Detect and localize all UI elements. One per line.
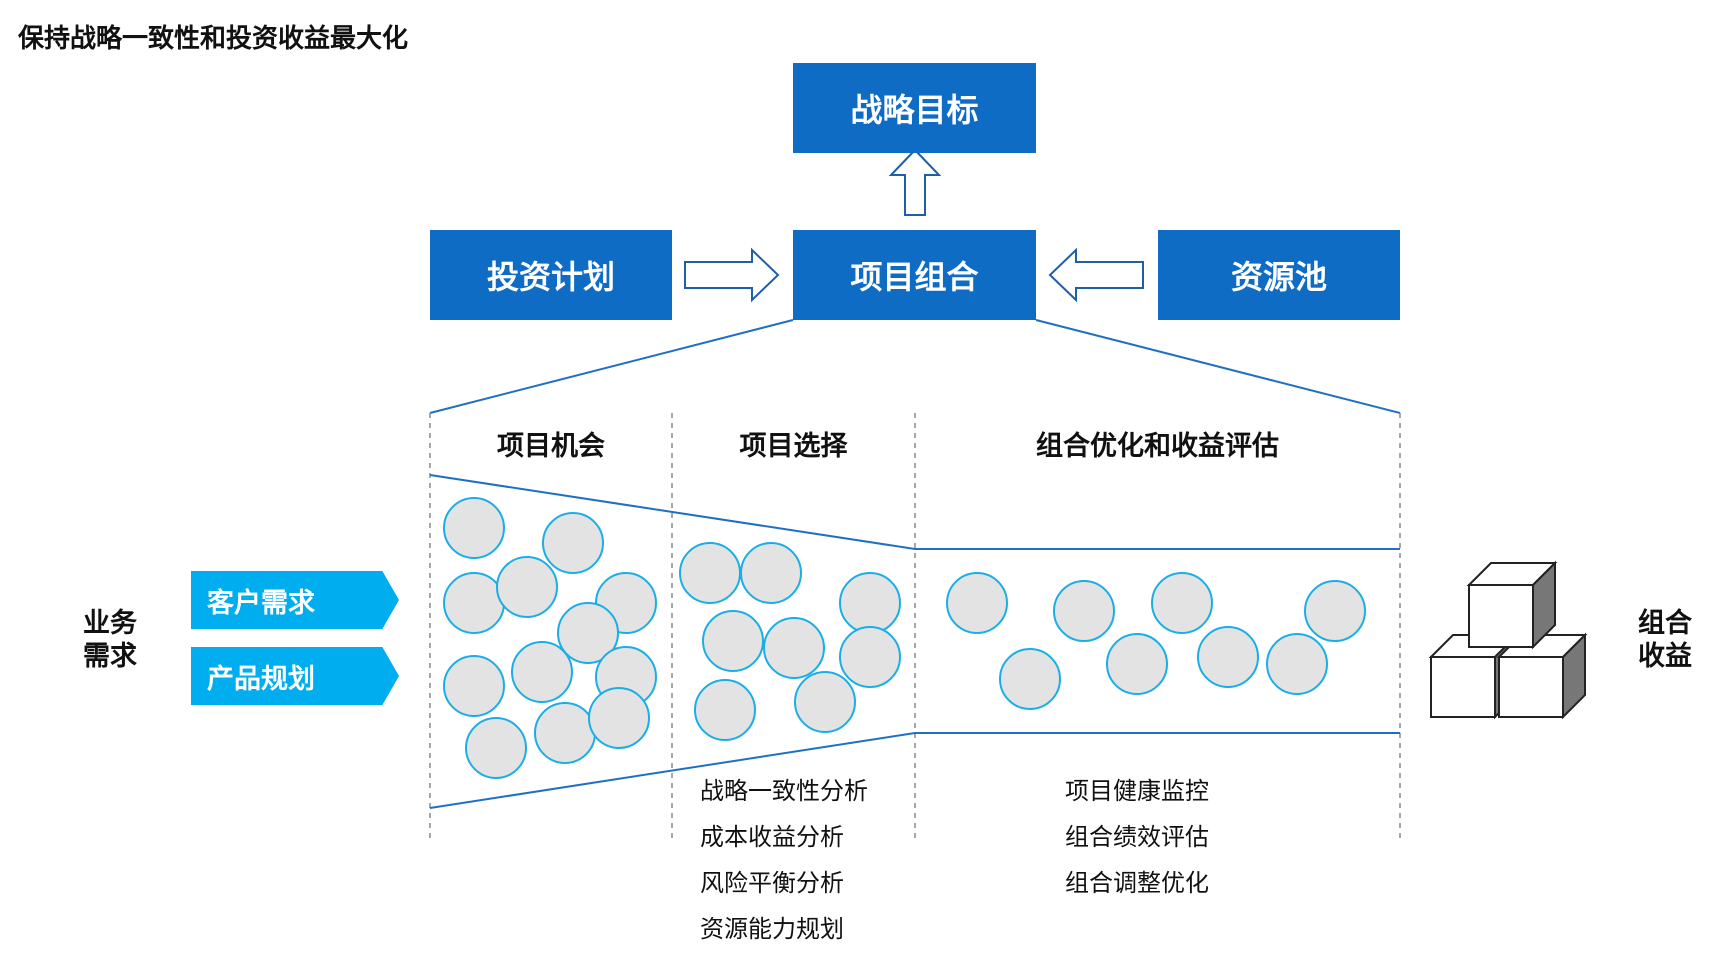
column-header-optimization: 组合优化和收益评估 bbox=[1036, 431, 1279, 462]
business-demand-line-2: 需求 bbox=[83, 641, 137, 672]
right-arrow-icon bbox=[684, 247, 780, 303]
project-portfolio-box: 项目组合 bbox=[793, 230, 1036, 320]
list-item: 项目健康监控 bbox=[1065, 777, 1209, 805]
selection-task-list: 战略一致性分析 成本收益分析 风险平衡分析 资源能力规划 bbox=[700, 768, 868, 952]
page-title: 保持战略一致性和投资收益最大化 bbox=[18, 24, 409, 54]
list-item: 战略一致性分析 bbox=[700, 777, 868, 805]
input-customer-demand: 客户需求 bbox=[191, 571, 399, 629]
list-item: 成本收益分析 bbox=[700, 823, 844, 851]
column-header-selection: 项目选择 bbox=[739, 431, 848, 462]
up-arrow-icon bbox=[888, 148, 942, 216]
business-demand-label: 业务 需求 bbox=[70, 607, 150, 673]
portfolio-return-line-1: 组合 bbox=[1638, 608, 1692, 639]
strategic-goal-box: 战略目标 bbox=[793, 63, 1036, 153]
business-demand-line-1: 业务 bbox=[83, 608, 137, 639]
list-item: 资源能力规划 bbox=[700, 915, 844, 943]
investment-plan-box: 投资计划 bbox=[430, 230, 672, 320]
expand-line-left bbox=[429, 319, 794, 414]
portfolio-return-label: 组合 收益 bbox=[1625, 607, 1705, 673]
input-product-planning: 产品规划 bbox=[191, 647, 399, 705]
left-arrow-icon bbox=[1048, 247, 1144, 303]
cubes-icon bbox=[1428, 560, 1588, 720]
list-item: 组合绩效评估 bbox=[1065, 823, 1209, 851]
column-header-opportunity: 项目机会 bbox=[497, 431, 605, 462]
list-item: 风险平衡分析 bbox=[700, 869, 844, 897]
resource-pool-box: 资源池 bbox=[1158, 230, 1400, 320]
column-dividers bbox=[429, 413, 1401, 838]
expand-line-right bbox=[1035, 319, 1401, 414]
project-circles bbox=[443, 497, 1366, 779]
portfolio-return-line-2: 收益 bbox=[1638, 641, 1692, 672]
funnel-lines bbox=[429, 474, 1400, 809]
portfolio-task-list: 项目健康监控 组合绩效评估 组合调整优化 bbox=[1065, 768, 1209, 906]
list-item: 组合调整优化 bbox=[1065, 869, 1209, 897]
